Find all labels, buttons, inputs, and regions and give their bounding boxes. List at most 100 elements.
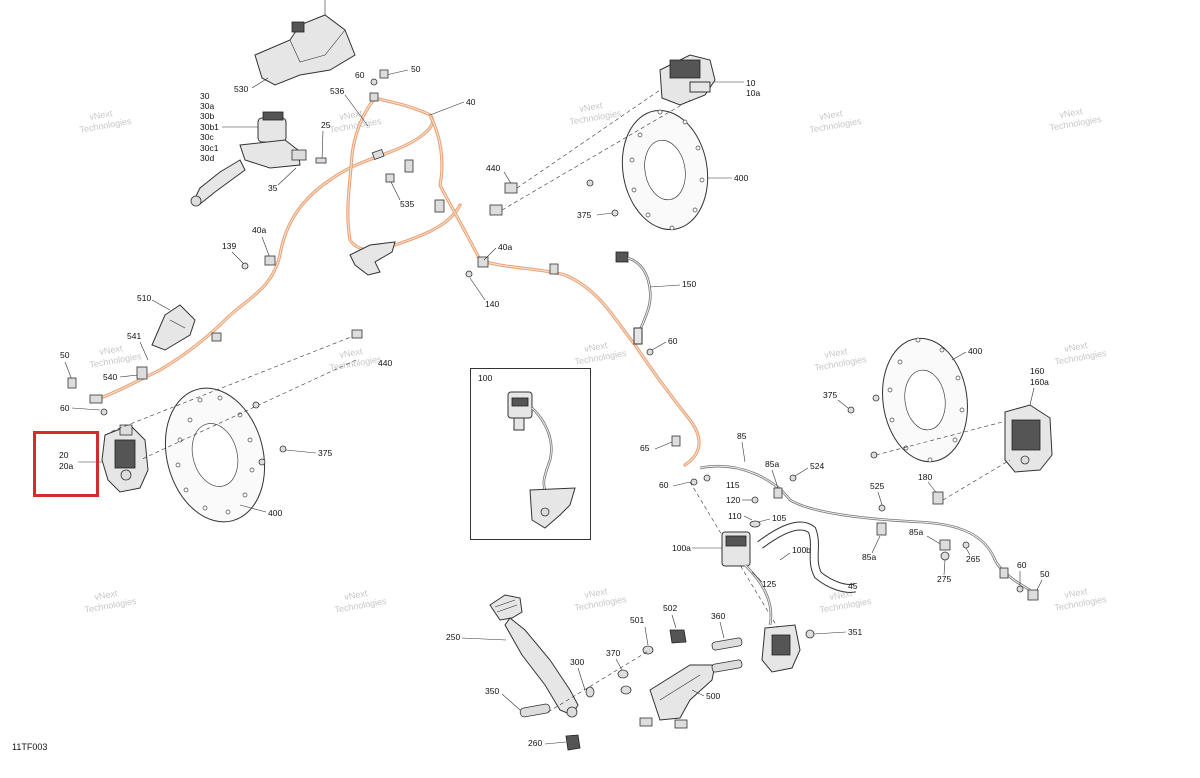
callout-30b1: 30b1 <box>200 122 219 132</box>
callout-350: 350 <box>485 686 499 696</box>
callout-35: 35 <box>268 183 278 193</box>
callout-375-right: 375 <box>823 390 837 400</box>
callout-30a: 30a <box>200 101 214 111</box>
brake-line-85 <box>699 464 1031 592</box>
callout-40a-mid: 40a <box>498 242 512 252</box>
callout-115: 115 <box>726 480 740 490</box>
callout-60-left: 60 <box>60 403 70 413</box>
callout-30c: 30c <box>200 132 214 142</box>
callout-50-top: 50 <box>411 64 421 74</box>
watermark-line1: vNext <box>99 343 124 357</box>
watermark-line1: vNext <box>1064 340 1089 354</box>
callout-536: 536 <box>330 86 344 96</box>
callout-110: 110 <box>728 511 742 521</box>
callout-351: 351 <box>848 627 862 637</box>
callout-502: 502 <box>663 603 677 613</box>
bracket-510 <box>151 304 196 351</box>
callout-150: 150 <box>682 279 696 289</box>
callout-300: 300 <box>570 657 584 667</box>
sensor-cable-150 <box>615 251 652 345</box>
callout-40a-left: 40a <box>252 225 266 235</box>
callout-530: 530 <box>234 84 248 94</box>
callout-400-left: 400 <box>268 508 282 518</box>
inset-frame-100 <box>470 368 591 540</box>
watermark: vNext Technologies <box>329 108 383 135</box>
rear-master-cylinder-100 <box>507 391 576 529</box>
callout-30b: 30b <box>200 111 214 121</box>
callout-100b: 100b <box>792 545 811 555</box>
caliper-20 <box>101 424 149 493</box>
master-cylinder-30 <box>190 111 307 207</box>
callout-360: 360 <box>711 611 725 621</box>
callout-540: 540 <box>103 372 117 382</box>
callout-160a: 160a <box>1030 377 1049 387</box>
watermark-line1: vNext <box>819 108 844 122</box>
callout-500: 500 <box>706 691 720 701</box>
watermark-line1: vNext <box>579 100 604 114</box>
watermark-line1: vNext <box>584 340 609 354</box>
callout-139: 139 <box>222 241 236 251</box>
watermark-line1: vNext <box>824 346 849 360</box>
callout-160: 160 <box>1030 366 1044 376</box>
brake-disc-400-top <box>621 109 709 231</box>
callout-100: 100 <box>478 373 492 383</box>
callout-85a-right: 85a <box>909 527 923 537</box>
callout-60-mid: 60 <box>668 336 678 346</box>
callout-20: 20 <box>59 450 69 460</box>
watermark: vNext Technologies <box>329 346 383 373</box>
pedal-bracket-500 <box>639 664 716 729</box>
watermark: vNext Technologies <box>1049 106 1103 133</box>
figure-id: 11TF003 <box>12 742 48 752</box>
callout-375-left: 375 <box>318 448 332 458</box>
watermark-layer: vNext Technologies vNext Technologies vN… <box>79 100 1108 615</box>
callout-40: 40 <box>466 97 476 107</box>
watermark: vNext Technologies <box>1054 586 1108 613</box>
watermark: vNext Technologies <box>809 108 863 135</box>
watermark-line1: vNext <box>1059 106 1084 120</box>
brake-pedal-250 <box>489 594 579 718</box>
callout-30c1: 30c1 <box>200 143 219 153</box>
callout-30: 30 <box>200 91 210 101</box>
callout-400-top: 400 <box>734 173 748 183</box>
callout-60-low: 60 <box>659 480 669 490</box>
callout-541: 541 <box>127 331 141 341</box>
highlighted-callout-20 <box>33 431 99 497</box>
watermark-line1: vNext <box>344 588 369 602</box>
watermark: vNext Technologies <box>79 108 133 135</box>
watermark: vNext Technologies <box>334 588 388 615</box>
watermark-line1: vNext <box>89 108 114 122</box>
brake-disc-400-right <box>882 337 968 463</box>
callout-60-top: 60 <box>355 70 365 80</box>
callout-440-right: 440 <box>486 163 500 173</box>
watermark: vNext Technologies <box>89 343 143 370</box>
callout-85a-low: 85a <box>862 552 876 562</box>
hose-bracket <box>349 241 396 276</box>
watermark-line1: vNext <box>1064 586 1089 600</box>
caliper-160 <box>1004 404 1053 473</box>
watermark-line1: vNext <box>584 586 609 600</box>
callout-440-left: 440 <box>378 358 392 368</box>
hose-100b <box>757 521 856 593</box>
watermark-line1: vNext <box>339 346 364 360</box>
callout-85: 85 <box>737 431 747 441</box>
callout-20a: 20a <box>59 461 73 471</box>
watermark: vNext Technologies <box>814 346 868 373</box>
callout-10: 10 <box>746 78 756 88</box>
callout-510: 510 <box>137 293 151 303</box>
callout-120: 120 <box>726 495 740 505</box>
callout-370: 370 <box>606 648 620 658</box>
callout-105: 105 <box>772 513 786 523</box>
callout-275: 275 <box>937 574 951 584</box>
callout-400-right: 400 <box>968 346 982 356</box>
callout-65: 65 <box>640 443 650 453</box>
brake-hose-40 <box>89 96 701 467</box>
callout-125: 125 <box>762 579 776 589</box>
callout-260: 260 <box>528 738 542 748</box>
bracket-530 <box>254 0 356 86</box>
callout-10a: 10a <box>746 88 760 98</box>
watermark: vNext Technologies <box>574 586 628 613</box>
callout-100a: 100a <box>672 543 691 553</box>
callout-265: 265 <box>966 554 980 564</box>
